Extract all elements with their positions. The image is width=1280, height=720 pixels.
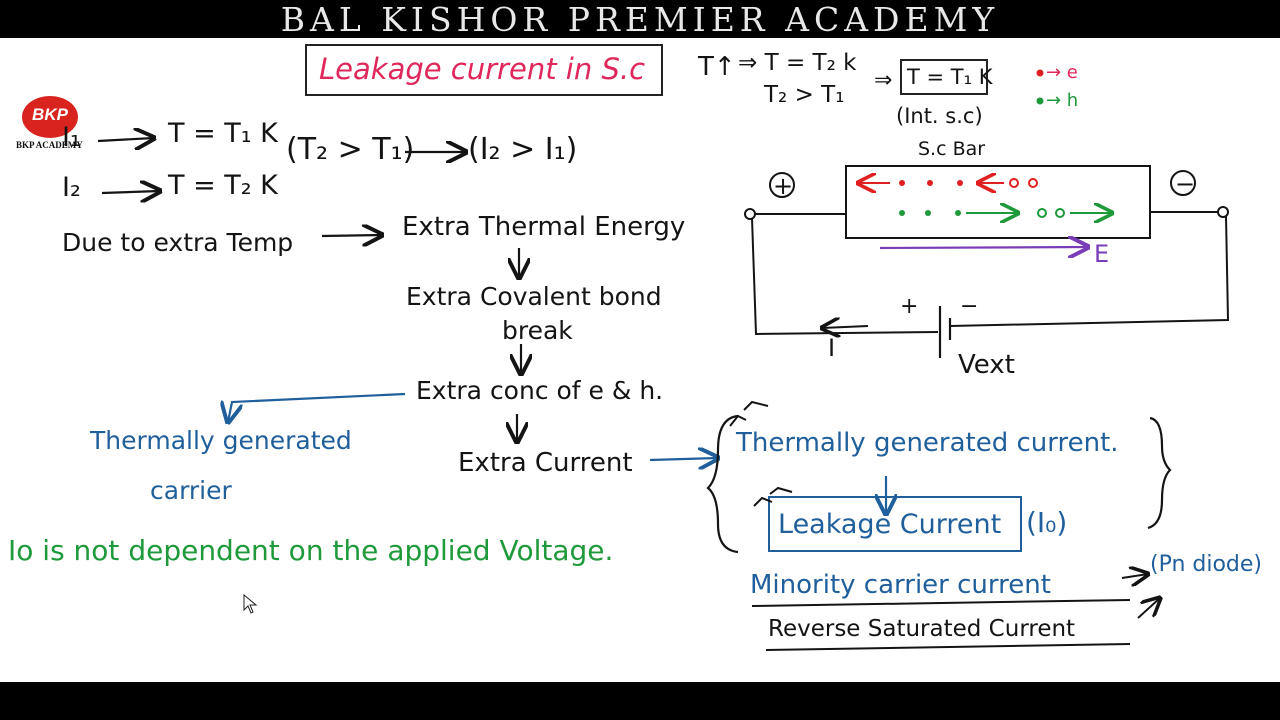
io-symbol: (I₀): [1026, 506, 1068, 539]
reverse-underline: [765, 643, 1131, 651]
implies-arrow: ⇒: [874, 68, 893, 93]
relation-t: (T₂ > T₁): [286, 132, 415, 167]
io-statement: Io is not dependent on the applied Volta…: [8, 534, 614, 567]
hole-hollow: [1055, 208, 1065, 218]
battery-minus: −: [960, 294, 979, 319]
electron: [927, 180, 933, 186]
current-label: I: [828, 334, 836, 362]
field-label: E: [1094, 240, 1110, 268]
logo: BKP BKP ACADEMY: [16, 96, 84, 156]
step-concentration: Extra conc of e & h.: [416, 376, 664, 405]
left-brace: [706, 414, 739, 554]
ink-overlay: [97, 69, 1230, 651]
plus-ring: [769, 172, 795, 198]
t-up: T↑: [698, 52, 736, 82]
hole: [955, 210, 961, 216]
left-wire: [751, 217, 939, 336]
left-terminal: [744, 208, 756, 220]
pn-diode: (Pn diode): [1150, 552, 1263, 577]
hole: [925, 210, 931, 216]
battery-plus: +: [900, 294, 919, 319]
relation-i: (I₂ > I₁): [468, 132, 578, 167]
i2-label: I₂: [62, 172, 81, 203]
tick-mark: [753, 486, 793, 507]
arrow-to-pn-diode: [1121, 574, 1148, 578]
boxed-temp-text: T = T₁ K: [907, 65, 993, 89]
legend-hole: → h: [1046, 90, 1079, 111]
logo-mark: BKP: [32, 105, 68, 124]
step-thermal-energy: Extra Thermal Energy: [402, 212, 686, 242]
i2-temp: T = T₂ K: [168, 170, 278, 201]
legend-electron-dot: [1036, 69, 1044, 77]
step-current: Extra Current: [458, 448, 633, 478]
legend-hole-dot: [1036, 97, 1044, 105]
banner-title: BAL KISHOR PREMIER ACADEMY: [0, 0, 1280, 39]
whiteboard: BKP BKP ACADEMY Leakage current in S.c I…: [0, 38, 1280, 682]
bottom-letterbox: [0, 682, 1280, 720]
arrow-to-carrier: [228, 392, 406, 422]
cause-text: Due to extra Temp: [62, 228, 294, 257]
logo-caption: BKP ACADEMY: [16, 140, 83, 150]
reverse-saturated: Reverse Saturated Current: [768, 616, 1076, 642]
arrow-to-tg-current: [649, 458, 718, 460]
thermal-carrier-line1: Thermally generated: [90, 426, 352, 455]
i1-temp: T = T₁ K: [168, 118, 278, 149]
thermal-current: Thermally generated current.: [736, 428, 1119, 458]
field-arrow: [879, 247, 1088, 248]
vext-label: Vext: [958, 350, 1015, 380]
hole: [899, 210, 905, 216]
arrow-i2: [101, 191, 160, 193]
arrow-reverse-to-pn: [1137, 598, 1160, 619]
minus-terminal: −: [1175, 170, 1196, 198]
arrow-i1: [97, 138, 154, 141]
electron: [899, 180, 905, 186]
step-covalent-bond: Extra Covalent bond: [406, 282, 662, 311]
electron-hollow: [1028, 178, 1038, 188]
thermal-carrier-line2: carrier: [150, 476, 232, 505]
legend-electron: → e: [1046, 62, 1078, 83]
i1-label: I₁: [62, 122, 81, 153]
arrow-cause: [321, 235, 382, 236]
boxed-temp: T = T₁ K: [900, 59, 992, 95]
hole-hollow: [1037, 208, 1047, 218]
minus-ring: [1170, 170, 1196, 196]
electron-hollow: [1009, 178, 1019, 188]
electron: [957, 180, 963, 186]
right-wire: [949, 215, 1230, 327]
t2-gt-t1: T₂ > T₁: [764, 82, 845, 108]
sc-bar: [845, 165, 1151, 239]
sc-bar-label: S.c Bar: [918, 138, 986, 160]
title-box: Leakage current in S.c: [305, 44, 663, 96]
right-terminal: [1217, 206, 1229, 218]
plus-terminal: +: [773, 172, 794, 200]
implies-t2: ⇒ T = T₂ k: [738, 50, 857, 76]
minority-carrier: Minority carrier current: [750, 570, 1051, 600]
current-arrow: [822, 326, 869, 328]
logo-badge: BKP: [22, 96, 78, 138]
page-title: Leakage current in S.c: [319, 52, 646, 86]
step-break: break: [502, 316, 573, 345]
right-brace: [1147, 416, 1172, 530]
minority-underline: [751, 599, 1131, 607]
tick-mark: [729, 400, 769, 427]
mouse-cursor-icon: [243, 594, 258, 614]
intrinsic-sc: (Int. s.c): [896, 104, 983, 128]
